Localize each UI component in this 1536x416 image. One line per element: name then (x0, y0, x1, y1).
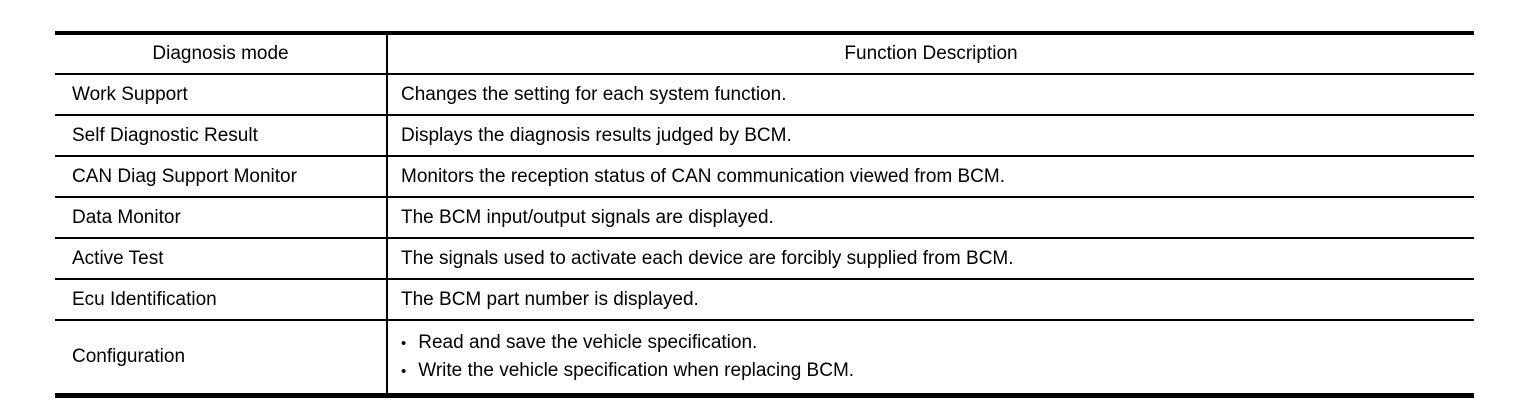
diagnosis-mode-cell: CAN Diag Support Monitor (55, 156, 388, 198)
bullet-item: • Write the vehicle specification when r… (401, 357, 1474, 385)
table-row-data-monitor: Data Monitor The BCM input/output signal… (55, 197, 1474, 239)
function-description-cell: Changes the setting for each system func… (387, 74, 1474, 116)
function-description-cell: The BCM input/output signals are display… (387, 197, 1474, 239)
function-description-cell: • Read and save the vehicle specificatio… (387, 320, 1474, 397)
diagnosis-mode-table: Diagnosis mode Function Description Work… (55, 31, 1474, 398)
table-row-can-diag-support-monitor: CAN Diag Support Monitor Monitors the re… (55, 156, 1474, 198)
header-diagnosis-mode: Diagnosis mode (55, 33, 388, 75)
header-function-description: Function Description (387, 33, 1474, 75)
table-header-row: Diagnosis mode Function Description (55, 33, 1474, 75)
bullet-item: • Read and save the vehicle specificatio… (401, 329, 1474, 357)
table-row-configuration: Configuration • Read and save the vehicl… (55, 320, 1474, 397)
bullet-icon: • (401, 335, 407, 352)
table-row-ecu-identification: Ecu Identification The BCM part number i… (55, 279, 1474, 321)
bullet-icon: • (401, 363, 407, 380)
diagnosis-mode-cell: Self Diagnostic Result (55, 115, 388, 157)
function-description-cell: The BCM part number is displayed. (387, 279, 1474, 321)
table-row-self-diagnostic-result: Self Diagnostic Result Displays the diag… (55, 115, 1474, 157)
diagnosis-mode-cell: Ecu Identification (55, 279, 388, 321)
function-description-cell: The signals used to activate each device… (387, 238, 1474, 280)
function-description-cell: Monitors the reception status of CAN com… (387, 156, 1474, 198)
diagnosis-mode-cell: Work Support (55, 74, 388, 116)
bullet-text: Write the vehicle specification when rep… (418, 360, 855, 381)
table-row-active-test: Active Test The signals used to activate… (55, 238, 1474, 280)
table-row-work-support: Work Support Changes the setting for eac… (55, 74, 1474, 116)
bullet-text: Read and save the vehicle specification. (418, 332, 758, 353)
diagnosis-mode-cell: Configuration (55, 320, 388, 397)
diagnosis-mode-cell: Data Monitor (55, 197, 388, 239)
function-description-cell: Displays the diagnosis results judged by… (387, 115, 1474, 157)
diagnosis-mode-cell: Active Test (55, 238, 388, 280)
